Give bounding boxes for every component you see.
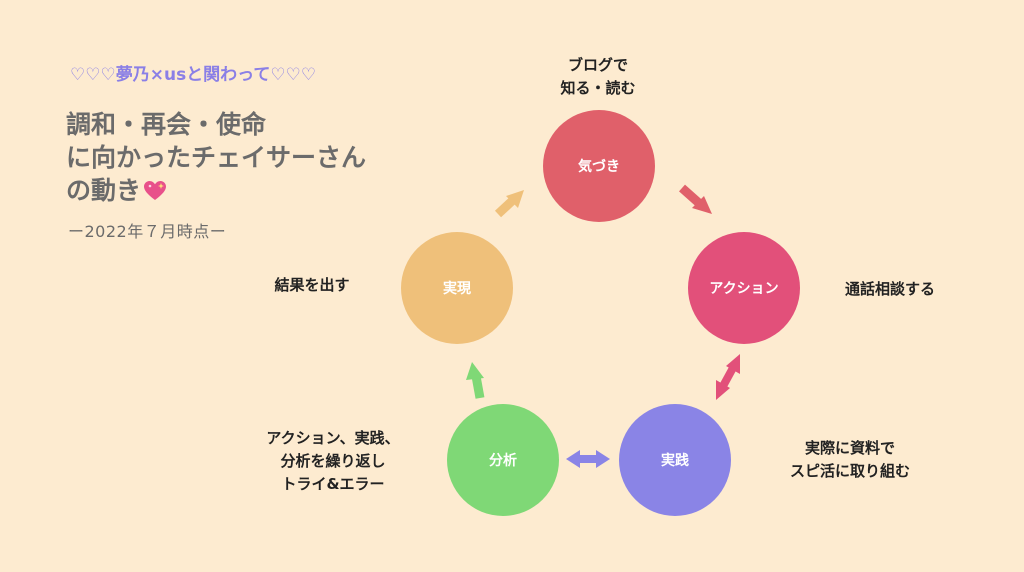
arrow-action-practice: [716, 354, 740, 400]
note-awareness: ブログで 知る・読む: [548, 54, 648, 100]
arrow-awareness-to-action: [679, 184, 712, 214]
date-label: ー2022年７月時点ー: [68, 222, 227, 241]
node-analysis: 分析: [447, 404, 559, 516]
note-realization: 結果を出す: [252, 274, 372, 297]
node-realization: 実現: [401, 232, 513, 344]
node-action-label: アクション: [709, 281, 779, 297]
node-awareness: 気づき: [543, 110, 655, 222]
title-line-1: 調和・再会・使命: [66, 110, 267, 139]
node-action: アクション: [688, 232, 800, 344]
sparkling-heart-icon: [144, 181, 167, 200]
note-analysis-line-3: トライ&エラー: [281, 475, 385, 493]
arrow-realization-to-awareness: [494, 190, 524, 218]
note-realization-line-1: 結果を出す: [274, 276, 350, 294]
node-realization-label: 実現: [443, 281, 471, 297]
title-line-3-row: の動き: [66, 174, 446, 207]
page-title: 調和・再会・使命 に向かったチェイサーさん の動き: [66, 108, 446, 207]
title-line-3: の動き: [66, 176, 142, 205]
note-awareness-line-1: ブログで: [567, 56, 628, 74]
node-awareness-label: 気づき: [578, 159, 620, 175]
note-analysis: アクション、実践、 分析を繰り返し トライ&エラー: [246, 427, 420, 496]
note-analysis-line-2: 分析を繰り返し: [280, 452, 386, 470]
note-practice: 実際に資料で スピ活に取り組む: [770, 437, 930, 483]
title-line-2: に向かったチェイサーさん: [66, 143, 367, 172]
note-analysis-line-1: アクション、実践、: [266, 429, 400, 447]
node-practice: 実践: [619, 404, 731, 516]
arrow-practice-analysis: [566, 450, 610, 468]
note-action-line-1: 通話相談する: [844, 280, 935, 298]
note-practice-line-1: 実際に資料で: [804, 439, 895, 457]
node-practice-label: 実践: [661, 453, 689, 469]
subtitle: ♡♡♡夢乃×usと関わって♡♡♡: [70, 65, 317, 85]
note-awareness-line-2: 知る・読む: [560, 79, 636, 97]
node-analysis-label: 分析: [489, 453, 517, 469]
note-practice-line-2: スピ活に取り組む: [789, 462, 910, 480]
note-action: 通話相談する: [828, 278, 952, 301]
arrow-analysis-to-realization: [466, 362, 485, 399]
